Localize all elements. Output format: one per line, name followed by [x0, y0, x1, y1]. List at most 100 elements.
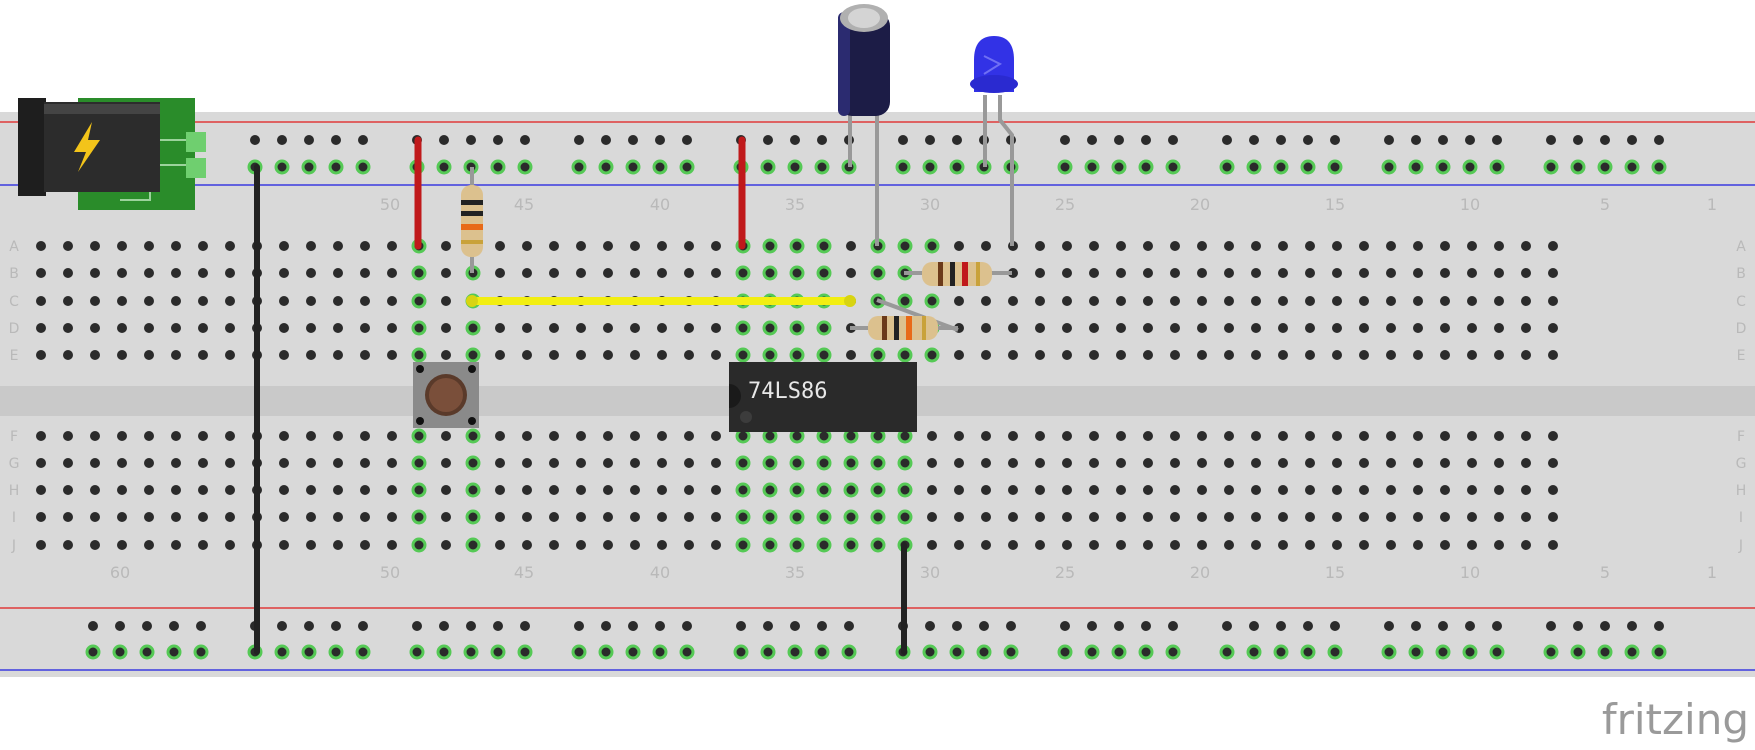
hole-top[interactable] — [549, 350, 559, 360]
hole-bottom[interactable] — [360, 458, 370, 468]
hole-top[interactable] — [630, 268, 640, 278]
hole-rail-bottom[interactable] — [1246, 644, 1262, 660]
hole-top[interactable] — [549, 241, 559, 251]
hole-rail-bottom[interactable] — [760, 644, 776, 660]
hole-bottom[interactable] — [657, 431, 667, 441]
hole-bottom[interactable] — [495, 485, 505, 495]
hole-rail-bottom[interactable] — [355, 644, 371, 660]
hole-bottom[interactable] — [549, 485, 559, 495]
hole-rail-bottom[interactable] — [682, 621, 692, 631]
yellow-wire[interactable] — [466, 295, 856, 307]
hole-top[interactable] — [846, 268, 856, 278]
hole-top[interactable] — [576, 323, 586, 333]
hole-top[interactable] — [735, 320, 751, 336]
hole-bottom[interactable] — [1386, 431, 1396, 441]
hole-bottom[interactable] — [1494, 540, 1504, 550]
hole-bottom[interactable] — [333, 540, 343, 550]
hole-top[interactable] — [387, 268, 397, 278]
hole-bottom[interactable] — [1386, 458, 1396, 468]
hole-top[interactable] — [1035, 350, 1045, 360]
hole-rail-top[interactable] — [1381, 159, 1397, 175]
hole-top[interactable] — [762, 320, 778, 336]
hole-rail-bottom[interactable] — [463, 644, 479, 660]
hole-bottom[interactable] — [1359, 458, 1369, 468]
hole-top[interactable] — [1197, 296, 1207, 306]
hole-top[interactable] — [603, 241, 613, 251]
hole-bottom[interactable] — [981, 431, 991, 441]
hole-top[interactable] — [1521, 350, 1531, 360]
hole-top[interactable] — [1062, 323, 1072, 333]
hole-bottom[interactable] — [1332, 485, 1342, 495]
hole-top[interactable] — [411, 347, 427, 363]
hole-bottom[interactable] — [1008, 458, 1018, 468]
hole-rail-top[interactable] — [1462, 159, 1478, 175]
hole-top[interactable] — [306, 241, 316, 251]
hole-top[interactable] — [1089, 323, 1099, 333]
hole-top[interactable] — [333, 323, 343, 333]
hole-top[interactable] — [954, 241, 964, 251]
hole-top[interactable] — [279, 296, 289, 306]
hole-bottom[interactable] — [1143, 512, 1153, 522]
hole-rail-top[interactable] — [1084, 159, 1100, 175]
hole-top[interactable] — [1413, 350, 1423, 360]
hole-bottom[interactable] — [333, 431, 343, 441]
hole-bottom[interactable] — [1224, 485, 1234, 495]
hole-bottom[interactable] — [1062, 540, 1072, 550]
hole-top[interactable] — [63, 296, 73, 306]
hole-top[interactable] — [657, 268, 667, 278]
hole-bottom[interactable] — [576, 431, 586, 441]
hole-bottom[interactable] — [549, 431, 559, 441]
hole-rail-top[interactable] — [1303, 135, 1313, 145]
hole-bottom[interactable] — [36, 540, 46, 550]
hole-bottom[interactable] — [549, 512, 559, 522]
hole-bottom[interactable] — [63, 458, 73, 468]
hole-rail-bottom[interactable] — [1303, 621, 1313, 631]
hole-top[interactable] — [1386, 323, 1396, 333]
hole-bottom[interactable] — [1035, 431, 1045, 441]
hole-bottom[interactable] — [144, 458, 154, 468]
hole-bottom[interactable] — [225, 485, 235, 495]
hole-top[interactable] — [360, 350, 370, 360]
hole-bottom[interactable] — [63, 431, 73, 441]
hole-bottom[interactable] — [225, 540, 235, 550]
hole-bottom[interactable] — [465, 428, 481, 444]
hole-top[interactable] — [1440, 296, 1450, 306]
hole-top[interactable] — [711, 350, 721, 360]
hole-top[interactable] — [1170, 350, 1180, 360]
hole-rail-top[interactable] — [763, 135, 773, 145]
hole-bottom[interactable] — [225, 512, 235, 522]
hole-top[interactable] — [657, 241, 667, 251]
hole-rail-bottom[interactable] — [466, 621, 476, 631]
hole-top[interactable] — [1170, 296, 1180, 306]
hole-top[interactable] — [1440, 350, 1450, 360]
hole-rail-bottom[interactable] — [1408, 644, 1424, 660]
hole-rail-bottom[interactable] — [1651, 644, 1667, 660]
hole-bottom[interactable] — [762, 537, 778, 553]
hole-top[interactable] — [36, 296, 46, 306]
hole-rail-bottom[interactable] — [1300, 644, 1316, 660]
hole-bottom[interactable] — [576, 458, 586, 468]
hole-bottom[interactable] — [927, 485, 937, 495]
hole-rail-top[interactable] — [355, 159, 371, 175]
hole-bottom[interactable] — [465, 482, 481, 498]
hole-rail-top[interactable] — [1597, 159, 1613, 175]
hole-rail-bottom[interactable] — [625, 644, 641, 660]
hole-rail-bottom[interactable] — [655, 621, 665, 631]
hole-rail-bottom[interactable] — [1543, 644, 1559, 660]
hole-bottom[interactable] — [870, 537, 886, 553]
hole-top[interactable] — [1548, 241, 1558, 251]
hole-bottom[interactable] — [306, 485, 316, 495]
hole-top[interactable] — [1035, 241, 1045, 251]
hole-rail-bottom[interactable] — [952, 621, 962, 631]
hole-top[interactable] — [1143, 268, 1153, 278]
hole-bottom[interactable] — [1413, 458, 1423, 468]
hole-top[interactable] — [1521, 241, 1531, 251]
hole-bottom[interactable] — [1278, 431, 1288, 441]
hole-rail-bottom[interactable] — [844, 621, 854, 631]
hole-top[interactable] — [90, 241, 100, 251]
hole-rail-top[interactable] — [1300, 159, 1316, 175]
hole-bottom[interactable] — [576, 512, 586, 522]
hole-bottom[interactable] — [279, 512, 289, 522]
hole-rail-bottom[interactable] — [358, 621, 368, 631]
hole-bottom[interactable] — [90, 540, 100, 550]
